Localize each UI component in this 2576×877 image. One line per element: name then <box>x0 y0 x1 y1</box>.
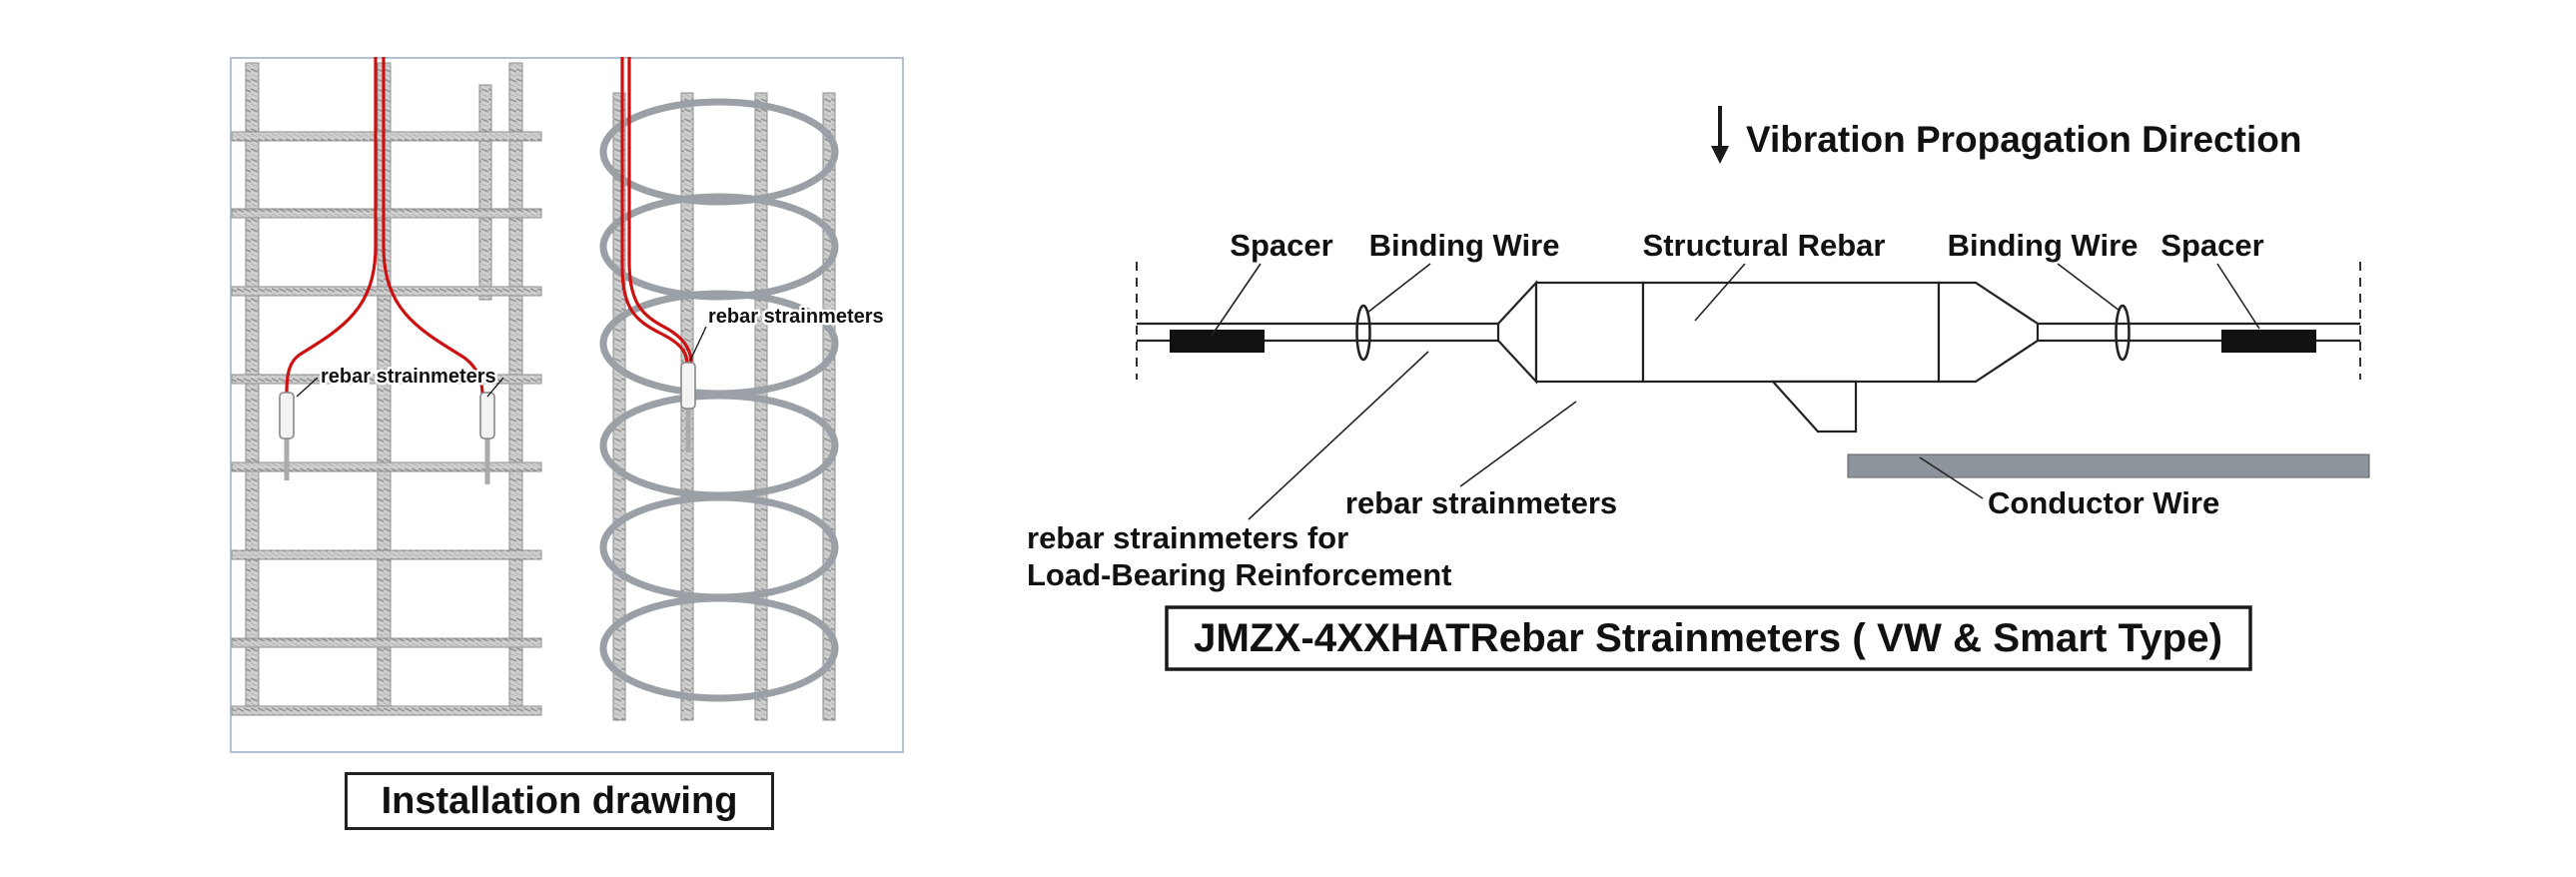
strainmeter-sensor <box>279 392 295 439</box>
drawing-frame <box>230 57 904 753</box>
label-leader <box>689 326 707 362</box>
signal-cables <box>285 57 693 395</box>
leader-lines <box>1211 263 2260 520</box>
strainmeter-body <box>1496 280 2040 434</box>
body-left-taper <box>1496 280 1538 385</box>
vertical-rebar <box>245 62 260 707</box>
down-arrow-icon <box>1711 146 1729 164</box>
grid-rebar-cage <box>231 62 542 716</box>
leader-structural-rebar <box>1694 263 1746 322</box>
grid-sensor-label: rebar strainmeters <box>321 366 496 388</box>
rebar-hoop <box>599 594 839 702</box>
installation-drawing: rebar strainmeters rebar strainmeters <box>230 57 904 753</box>
horizontal-rebar <box>231 131 542 142</box>
strainmeter-schematic: Vibration Propagation Direction <box>1027 106 2370 671</box>
title-box <box>1165 605 2252 671</box>
signal-cable <box>285 57 378 395</box>
vertical-rebar <box>508 62 523 707</box>
horizontal-rebar <box>231 374 542 385</box>
spacer-right-label: Spacer <box>2160 228 2263 263</box>
binding-wire-left-label: Binding Wire <box>1369 228 1560 263</box>
conductor-wire-bar <box>1847 453 2370 478</box>
signal-cable <box>382 57 484 395</box>
vertical-rebar <box>754 92 768 721</box>
structural-rebar-label: Structural Rebar <box>1643 228 1886 263</box>
load-bearing-label-line1: rebar strainmeters for <box>1027 520 1348 555</box>
spacer-left-block <box>1170 330 1265 353</box>
horizontal-rebar <box>231 208 542 219</box>
installation-caption: Installation drawing <box>381 779 738 822</box>
leader-spacer-right <box>2216 263 2260 330</box>
horizontal-rebar <box>231 286 542 297</box>
schematic-title: JMZX-4XXHATRebar Strainmeters ( VW & Sma… <box>1194 616 2222 660</box>
leader-conductor-wire <box>1919 456 1984 499</box>
label-leader <box>296 377 319 398</box>
strainmeter-sensors <box>279 362 696 484</box>
signal-cable <box>627 57 693 363</box>
binding-wire-ring-left <box>1355 304 1371 362</box>
binding-wire-ring-right <box>2115 304 2131 362</box>
strainmeter-sensor <box>479 392 495 439</box>
binding-wire-right-label: Binding Wire <box>1948 228 2139 263</box>
leader-binding-wire-left <box>1366 263 1431 314</box>
spacer-right-block <box>2221 330 2316 353</box>
body-main-section <box>1641 281 1941 384</box>
installation-caption-box: Installation drawing <box>345 772 774 830</box>
cage-sensor-label: rebar strainmeters <box>708 306 884 328</box>
vertical-rebar-short <box>478 84 492 301</box>
load-bearing-label-line2: Load-Bearing Reinforcement <box>1027 557 1451 592</box>
rebar-hoop <box>599 98 839 206</box>
body-left-section <box>1534 281 1645 384</box>
vibration-direction: Vibration Propagation Direction <box>1711 106 2301 164</box>
leader-spacer-left <box>1211 263 1262 337</box>
horizontal-rebar <box>231 461 542 472</box>
leader-binding-wire-right <box>2057 263 2121 312</box>
horizontal-rebar <box>231 549 542 560</box>
strainmeter-sensor <box>680 362 696 410</box>
conductor-wire-label: Conductor Wire <box>1988 485 2219 520</box>
leader-load-bearing <box>1248 351 1429 520</box>
signal-cable <box>620 57 689 365</box>
body-right-taper <box>1937 281 2040 384</box>
label-leader <box>486 377 504 398</box>
direction-label: Vibration Propagation Direction <box>1746 119 2301 160</box>
spacer-left-label: Spacer <box>1230 228 1332 263</box>
cable-outlet <box>1770 380 1858 434</box>
horizontal-rebar <box>231 637 542 648</box>
horizontal-rebar <box>231 705 542 716</box>
leader-strainmeter <box>1459 401 1577 487</box>
strainmeter-label: rebar strainmeters <box>1345 485 1617 520</box>
